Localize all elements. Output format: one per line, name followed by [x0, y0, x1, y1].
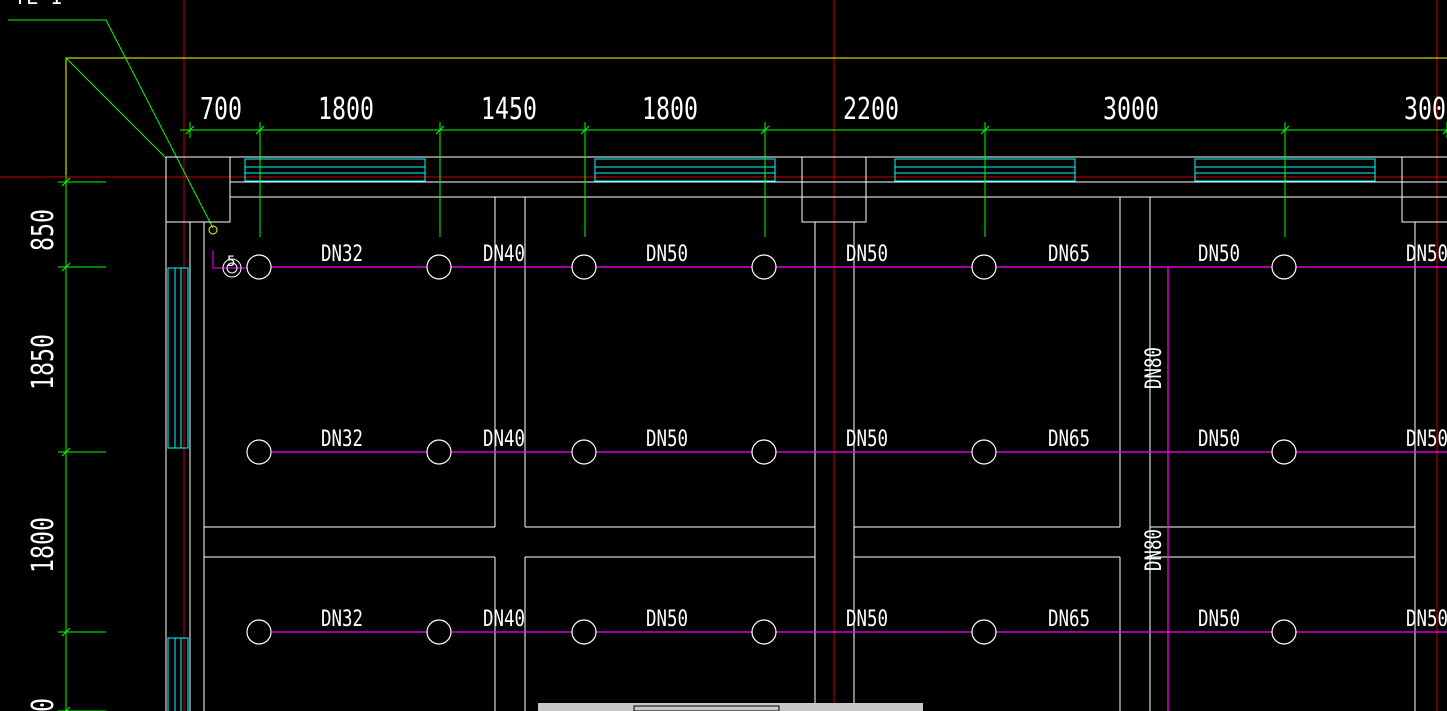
top-dim-slash	[580, 125, 590, 135]
top-dimension-line	[180, 122, 1447, 237]
left-dimension-text: 1850	[26, 334, 61, 390]
pipe-size-label: DN50	[646, 242, 688, 267]
pipe-size-label: DN32	[321, 607, 363, 632]
circle-sprinkler-icon	[246, 439, 272, 465]
left-dim-slash	[61, 262, 71, 272]
window-left-2	[167, 637, 189, 711]
circle-sprinkler-icon	[426, 254, 452, 280]
top-dim-slash	[760, 125, 770, 135]
circle-sprinkler-icon	[571, 254, 597, 280]
leader-end-icon	[208, 225, 218, 235]
circle-sprinkler-icon	[971, 439, 997, 465]
leader-line	[8, 19, 218, 235]
circle-sprinkler-icon	[571, 439, 597, 465]
pipe-size-label: DN50	[1198, 242, 1240, 267]
circle-sprinkler-icon	[1271, 439, 1297, 465]
pipes	[246, 266, 1447, 711]
pipe-size-label: DN65	[1048, 607, 1090, 632]
left-dimension-text: 1800	[26, 517, 61, 573]
top-dim-slash	[185, 125, 195, 135]
pipe-size-label: DN65	[1048, 242, 1090, 267]
pipe-size-label: DN65	[1048, 427, 1090, 452]
pipe-size-label: DN40	[483, 427, 525, 452]
pipe-size-label: DN32	[321, 242, 363, 267]
circle-sprinkler-icon	[246, 619, 272, 645]
top-dim-slash	[1442, 129, 1447, 135]
left-dimension-text: 850	[26, 209, 61, 251]
pipe-size-label: DN50	[1198, 427, 1240, 452]
dimension-texts: 700 1800 1450 1800 2200 3000 300 850 1850 1800 0	[26, 92, 1446, 711]
bottom-grey-block	[538, 703, 923, 711]
circle-sprinkler-icon	[751, 619, 777, 645]
left-dim-slash	[61, 177, 71, 187]
pipe-size-label: DN32	[321, 427, 363, 452]
top-dimension-text: 1800	[642, 92, 698, 127]
main-pipe-size-label: DN80	[1142, 347, 1167, 389]
window-left-1	[167, 267, 189, 449]
pipe-size-label: DN50	[846, 427, 888, 452]
circle-sprinkler-icon	[1271, 619, 1297, 645]
top-dim-slash	[435, 125, 445, 135]
main-pipe-size-label: DN80	[1142, 529, 1167, 571]
pipe-size-label: DN50	[1406, 607, 1447, 632]
pipe-size-label: DN40	[483, 607, 525, 632]
circle-sprinkler-icon	[246, 254, 272, 280]
window-1	[244, 158, 426, 182]
top-dimension-text: 700	[200, 92, 242, 127]
circle-sprinkler-icon	[751, 254, 777, 280]
double-circle-riser-icon	[212, 250, 246, 278]
circle-sprinkler-icon	[971, 619, 997, 645]
top-dimension-text: 3000	[1103, 92, 1159, 127]
circle-sprinkler-icon	[1271, 254, 1297, 280]
riser-label: 5	[227, 254, 235, 270]
column-right	[1401, 156, 1447, 223]
corner-column	[166, 157, 231, 223]
top-dimension-text: 300	[1404, 92, 1446, 127]
top-dimension-text: 1800	[318, 92, 374, 127]
pipe-size-label: DN50	[646, 607, 688, 632]
pipe-size-label: DN50	[1406, 427, 1447, 452]
top-dim-slash	[255, 125, 265, 135]
pipe-size-label: DN50	[1406, 242, 1447, 267]
leader-polyline	[8, 19, 214, 229]
bottom-grey-inner	[633, 705, 780, 711]
circle-sprinkler-icon	[751, 439, 777, 465]
leader-diagonal	[65, 57, 167, 159]
circle-sprinkler-icon	[971, 254, 997, 280]
circle-sprinkler-icon	[426, 619, 452, 645]
pipe-size-label: DN50	[846, 607, 888, 632]
column-center	[801, 156, 867, 223]
circle-sprinkler-icon	[571, 619, 597, 645]
top-text-fragment: TL-1	[14, 0, 62, 9]
left-dim-slash	[61, 627, 71, 637]
sprinklers	[246, 254, 1297, 645]
pipe-size-label: DN50	[1198, 607, 1240, 632]
left-dimension-line	[58, 175, 106, 711]
top-dimension-text: 1450	[481, 92, 537, 127]
walls	[165, 156, 1447, 711]
top-dim-slash	[980, 125, 990, 135]
top-dim-slash	[1280, 125, 1290, 135]
circle-sprinkler-icon	[426, 439, 452, 465]
pipe-size-label: DN40	[483, 242, 525, 267]
left-dim-slash	[65, 706, 71, 711]
left-dim-slash	[61, 447, 71, 457]
left-dimension-text: 0	[26, 698, 61, 711]
window-2	[594, 158, 776, 182]
top-dimension-text: 2200	[843, 92, 899, 127]
pipe-size-label: DN50	[646, 427, 688, 452]
pipe-size-label: DN50	[846, 242, 888, 267]
